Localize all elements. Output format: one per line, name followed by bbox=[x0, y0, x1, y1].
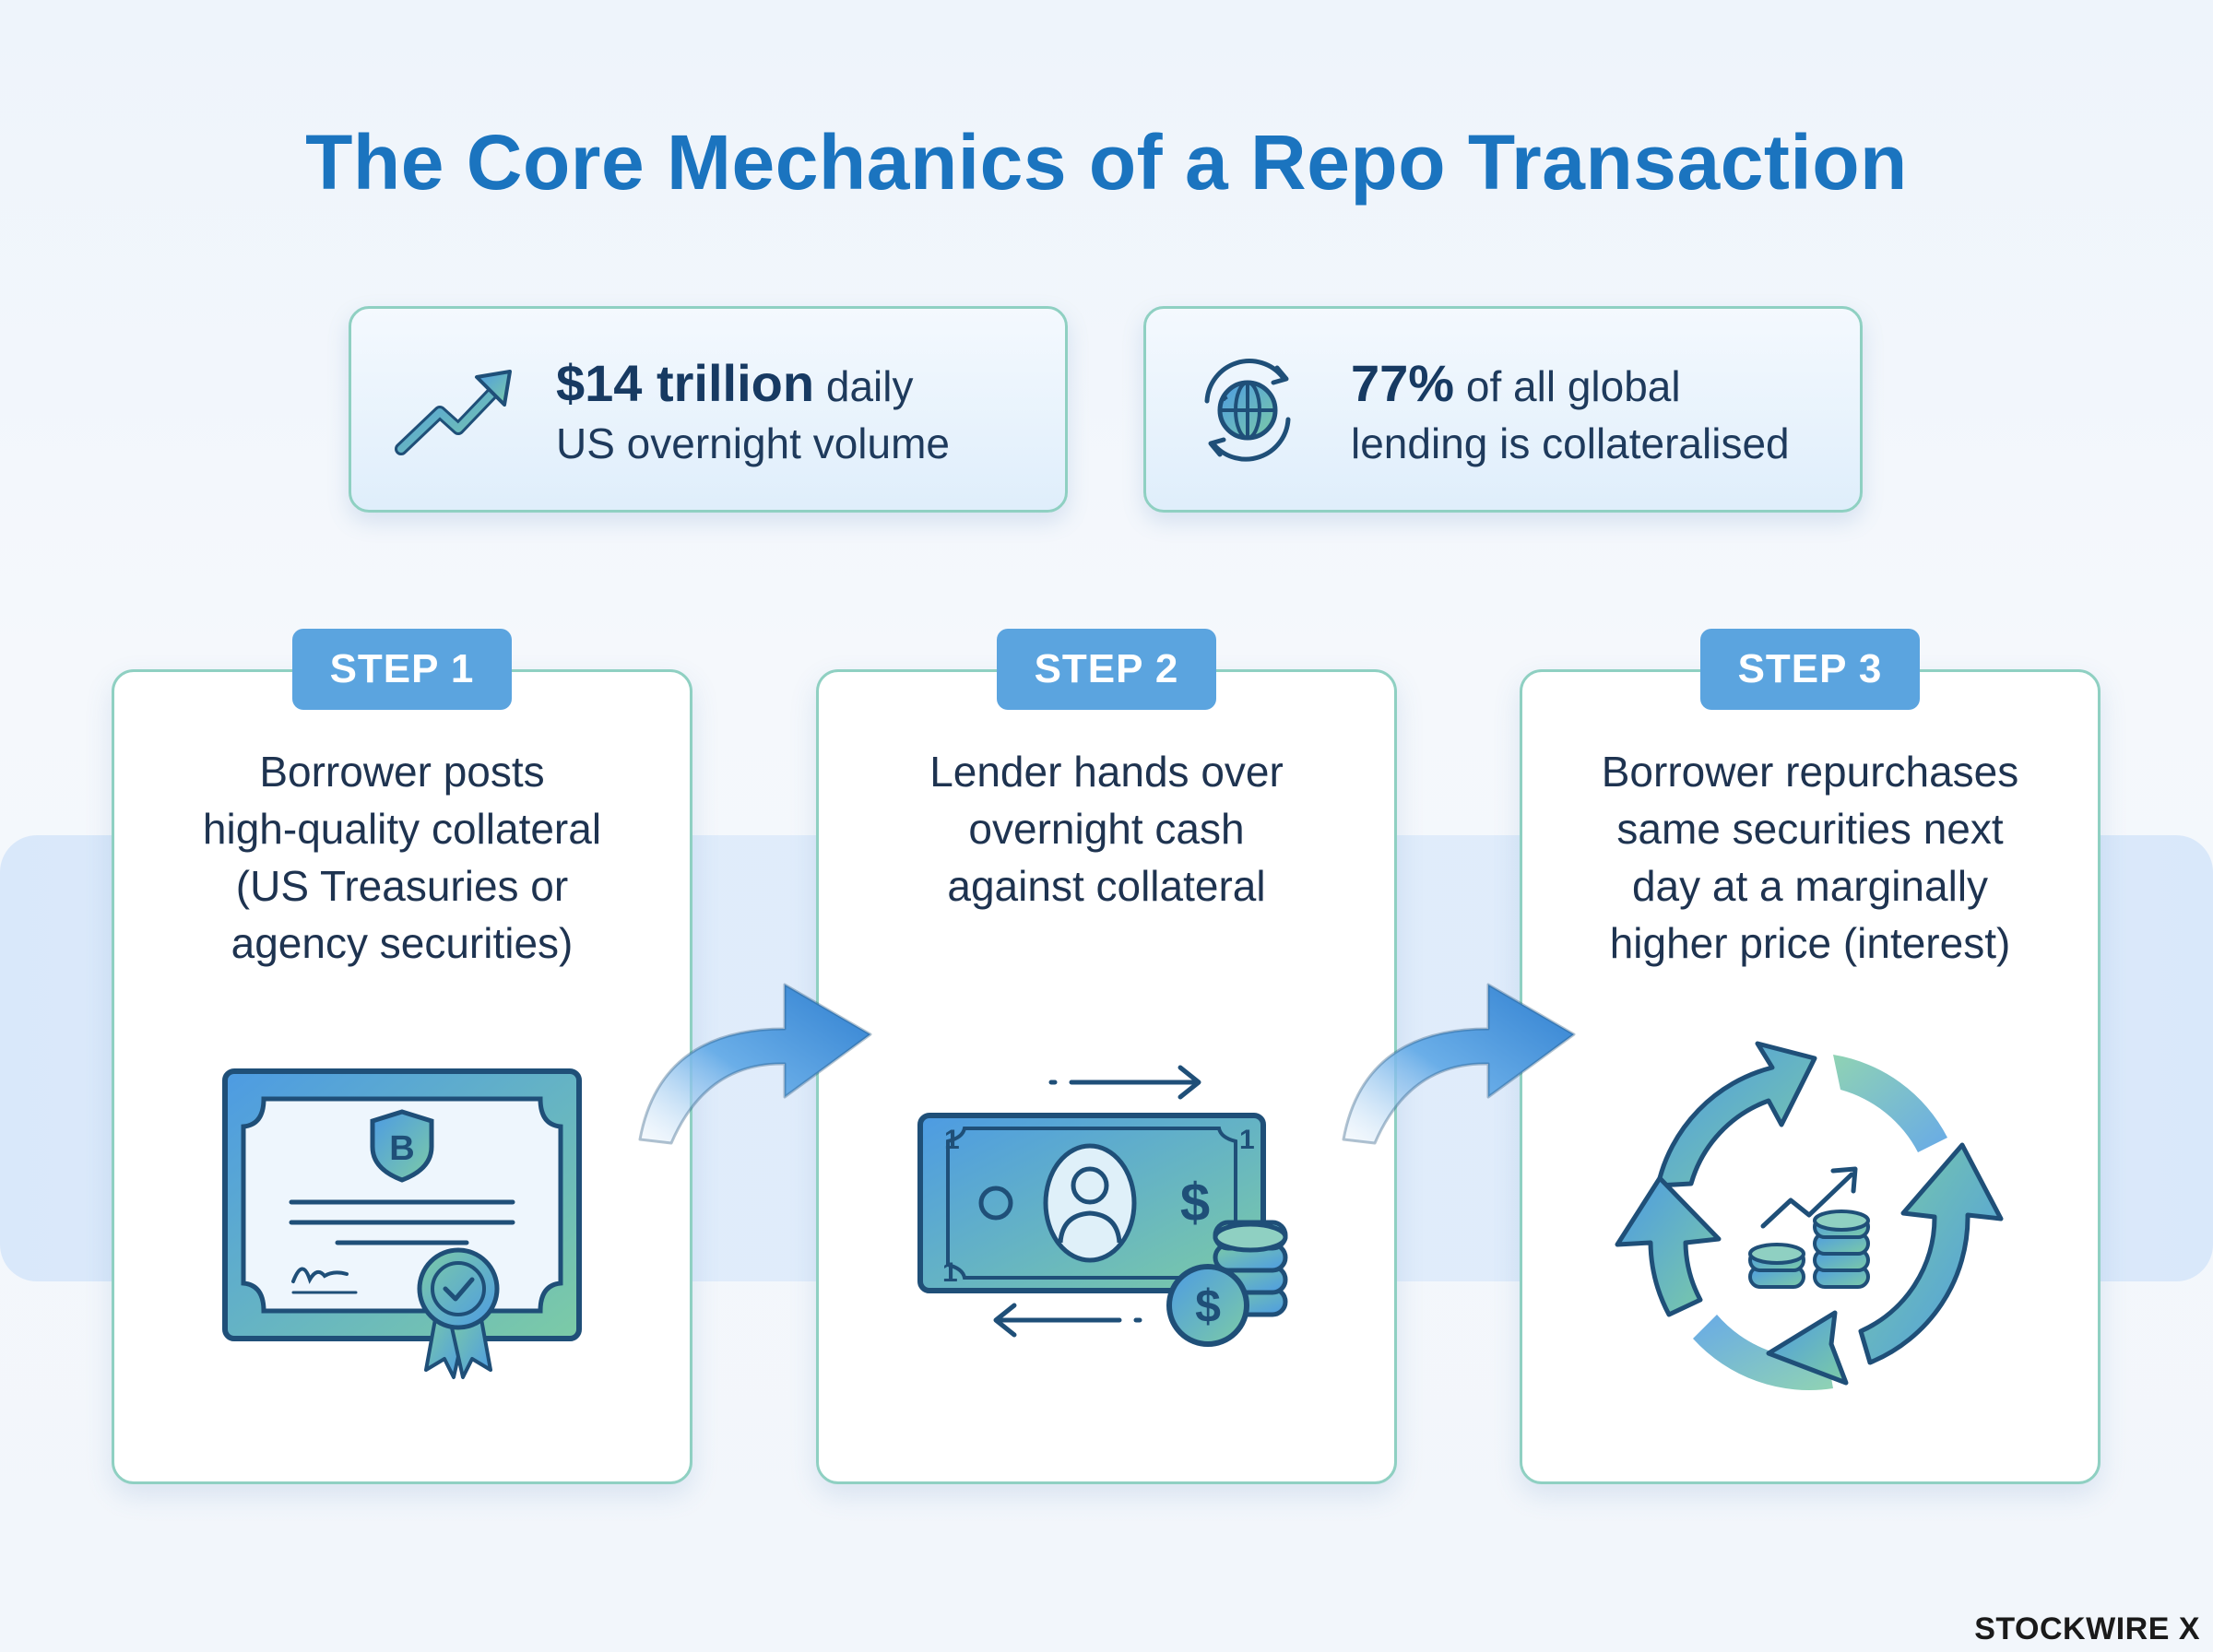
step-line: higher price (interest) bbox=[1609, 919, 2011, 967]
step-line: against collateral bbox=[947, 862, 1266, 910]
coin-currency-symbol: $ bbox=[1195, 1280, 1221, 1332]
certificate-icon: B bbox=[222, 1068, 582, 1379]
step-line: Borrower repurchases bbox=[1601, 748, 2019, 796]
stat-line2: US overnight volume bbox=[556, 419, 950, 467]
banknote-digit: 1 bbox=[942, 1257, 958, 1288]
step-description-2: Lender hands over overnight cash against… bbox=[816, 743, 1397, 914]
step-line: overnight cash bbox=[968, 805, 1245, 853]
banknote-digit: 1 bbox=[1239, 1125, 1255, 1155]
flow-arrow-2-icon bbox=[1342, 983, 1576, 1145]
step-line: (US Treasuries or bbox=[235, 862, 569, 910]
trend-up-arrow-icon bbox=[395, 370, 512, 455]
stat-text: $14 trillion daily US overnight volume bbox=[556, 355, 950, 472]
stat-line2: lending is collateralised bbox=[1351, 419, 1790, 467]
coin-stack-right-icon bbox=[1813, 1210, 1870, 1289]
stat-highlight: 77% bbox=[1351, 354, 1455, 412]
step-line: Borrower posts bbox=[259, 748, 545, 796]
banknote-coins-icon: 1 1 1 $ $ bbox=[917, 1065, 1288, 1347]
step-line: same securities next bbox=[1616, 805, 2004, 853]
page-title: The Core Mechanics of a Repo Transaction bbox=[305, 119, 1908, 206]
cycle-arrows-coins-icon bbox=[1615, 1041, 2004, 1390]
brand-logo: STOCKWIRE X bbox=[1974, 1611, 2200, 1646]
step-line: day at a marginally bbox=[1631, 862, 1989, 910]
certificate-letter: B bbox=[389, 1129, 414, 1168]
stat-rest: daily bbox=[814, 362, 914, 410]
step-line: agency securities) bbox=[231, 919, 574, 967]
currency-symbol: $ bbox=[1180, 1173, 1210, 1233]
step-badge-1: STEP 1 bbox=[292, 629, 512, 710]
flow-arrow-1-icon bbox=[638, 983, 872, 1145]
banknote-digit: 1 bbox=[944, 1125, 960, 1155]
step-line: high-quality collateral bbox=[202, 805, 602, 853]
globe-cycle-icon bbox=[1204, 359, 1291, 462]
step-badge-2: STEP 2 bbox=[997, 629, 1216, 710]
stat-rest: of all global bbox=[1454, 362, 1681, 410]
step-card-2 bbox=[816, 669, 1397, 1484]
stat-highlight: $14 trillion bbox=[556, 354, 815, 412]
stat-card-volume: $14 trillion daily US overnight volume bbox=[349, 306, 1068, 513]
stat-text: 77% of all global lending is collaterali… bbox=[1351, 355, 1790, 472]
step-description-1: Borrower posts high-quality collateral (… bbox=[112, 743, 692, 972]
step-line: Lender hands over bbox=[929, 748, 1284, 796]
step-badge-3: STEP 3 bbox=[1700, 629, 1920, 710]
stat-card-collateral: 77% of all global lending is collaterali… bbox=[1143, 306, 1863, 513]
coin-stack-left-icon bbox=[1748, 1243, 1805, 1289]
step-description-3: Borrower repurchases same securities nex… bbox=[1520, 743, 2101, 972]
